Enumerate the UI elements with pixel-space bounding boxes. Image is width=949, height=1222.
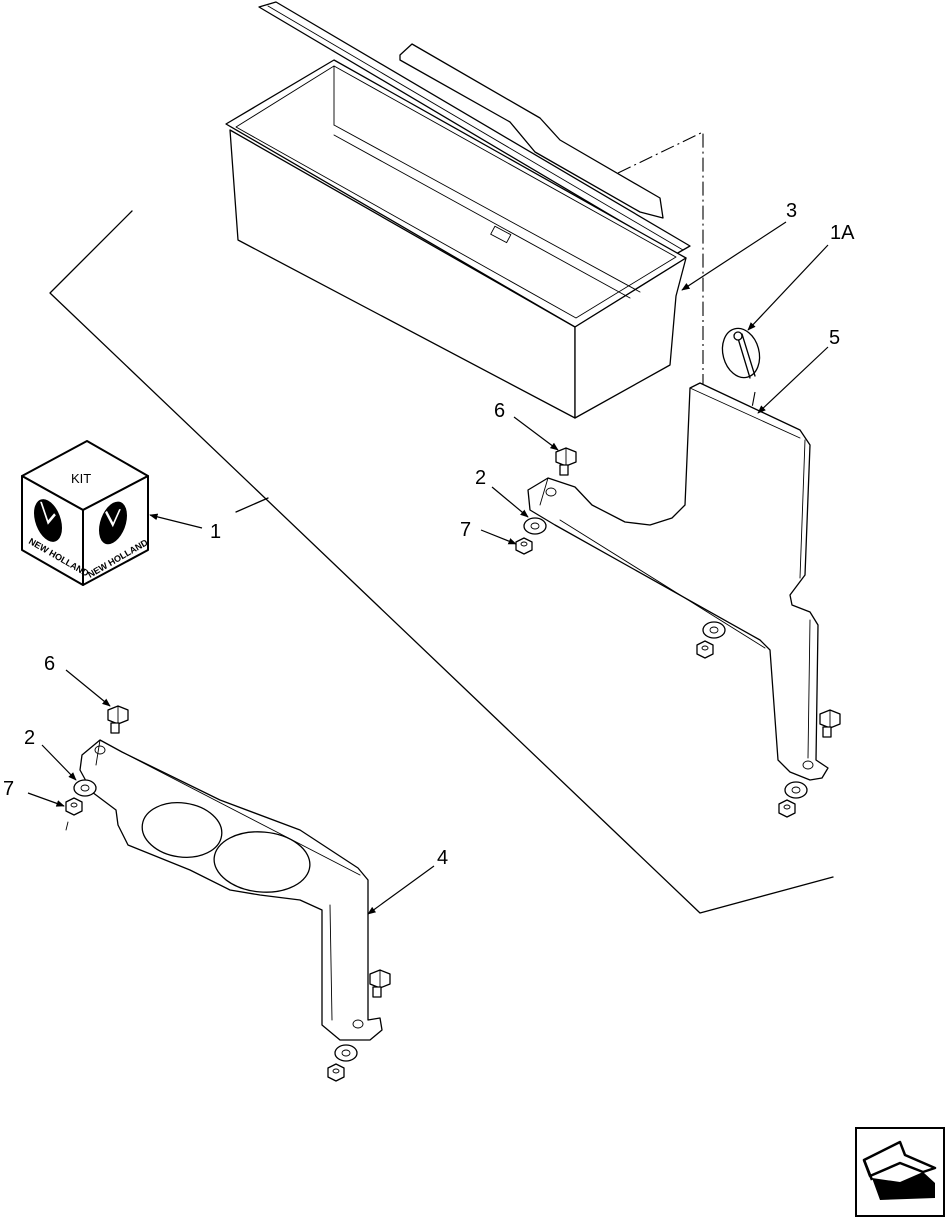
leader-lines bbox=[27, 221, 829, 915]
kit-box: KIT NEW HOLLAND NEW HOLLAND bbox=[21, 440, 150, 586]
callout-2-lower: 2 bbox=[24, 727, 35, 749]
callout-6-upper: 6 bbox=[494, 400, 505, 422]
upper-bracket bbox=[527, 382, 829, 781]
hardware-upper-left bbox=[515, 447, 577, 555]
callout-2-upper: 2 bbox=[475, 467, 486, 489]
kit-label: KIT bbox=[71, 471, 91, 486]
navigation-arrow-button[interactable] bbox=[855, 1127, 945, 1217]
callout-4: 4 bbox=[437, 847, 448, 869]
callout-1: 1 bbox=[210, 521, 221, 543]
callout-5: 5 bbox=[829, 327, 840, 349]
callout-labels: 1 1A 3 5 6 2 7 6 2 7 4 bbox=[3, 200, 855, 869]
callout-7-upper: 7 bbox=[460, 519, 471, 541]
hardware-upper-mid bbox=[696, 621, 726, 659]
callout-6-lower: 6 bbox=[44, 653, 55, 675]
tool-box bbox=[225, 1, 691, 419]
lower-bracket bbox=[79, 739, 383, 1041]
lynch-pin bbox=[721, 327, 761, 379]
hardware-lower-right bbox=[327, 969, 391, 1082]
hardware-upper-right bbox=[778, 709, 841, 818]
hardware-lower-left bbox=[65, 705, 129, 831]
arrow-icon bbox=[862, 1140, 937, 1200]
callout-3: 3 bbox=[786, 200, 797, 222]
kit-grouping-line bbox=[49, 210, 834, 914]
callout-7-lower: 7 bbox=[3, 778, 14, 800]
callout-1a: 1A bbox=[830, 222, 855, 244]
